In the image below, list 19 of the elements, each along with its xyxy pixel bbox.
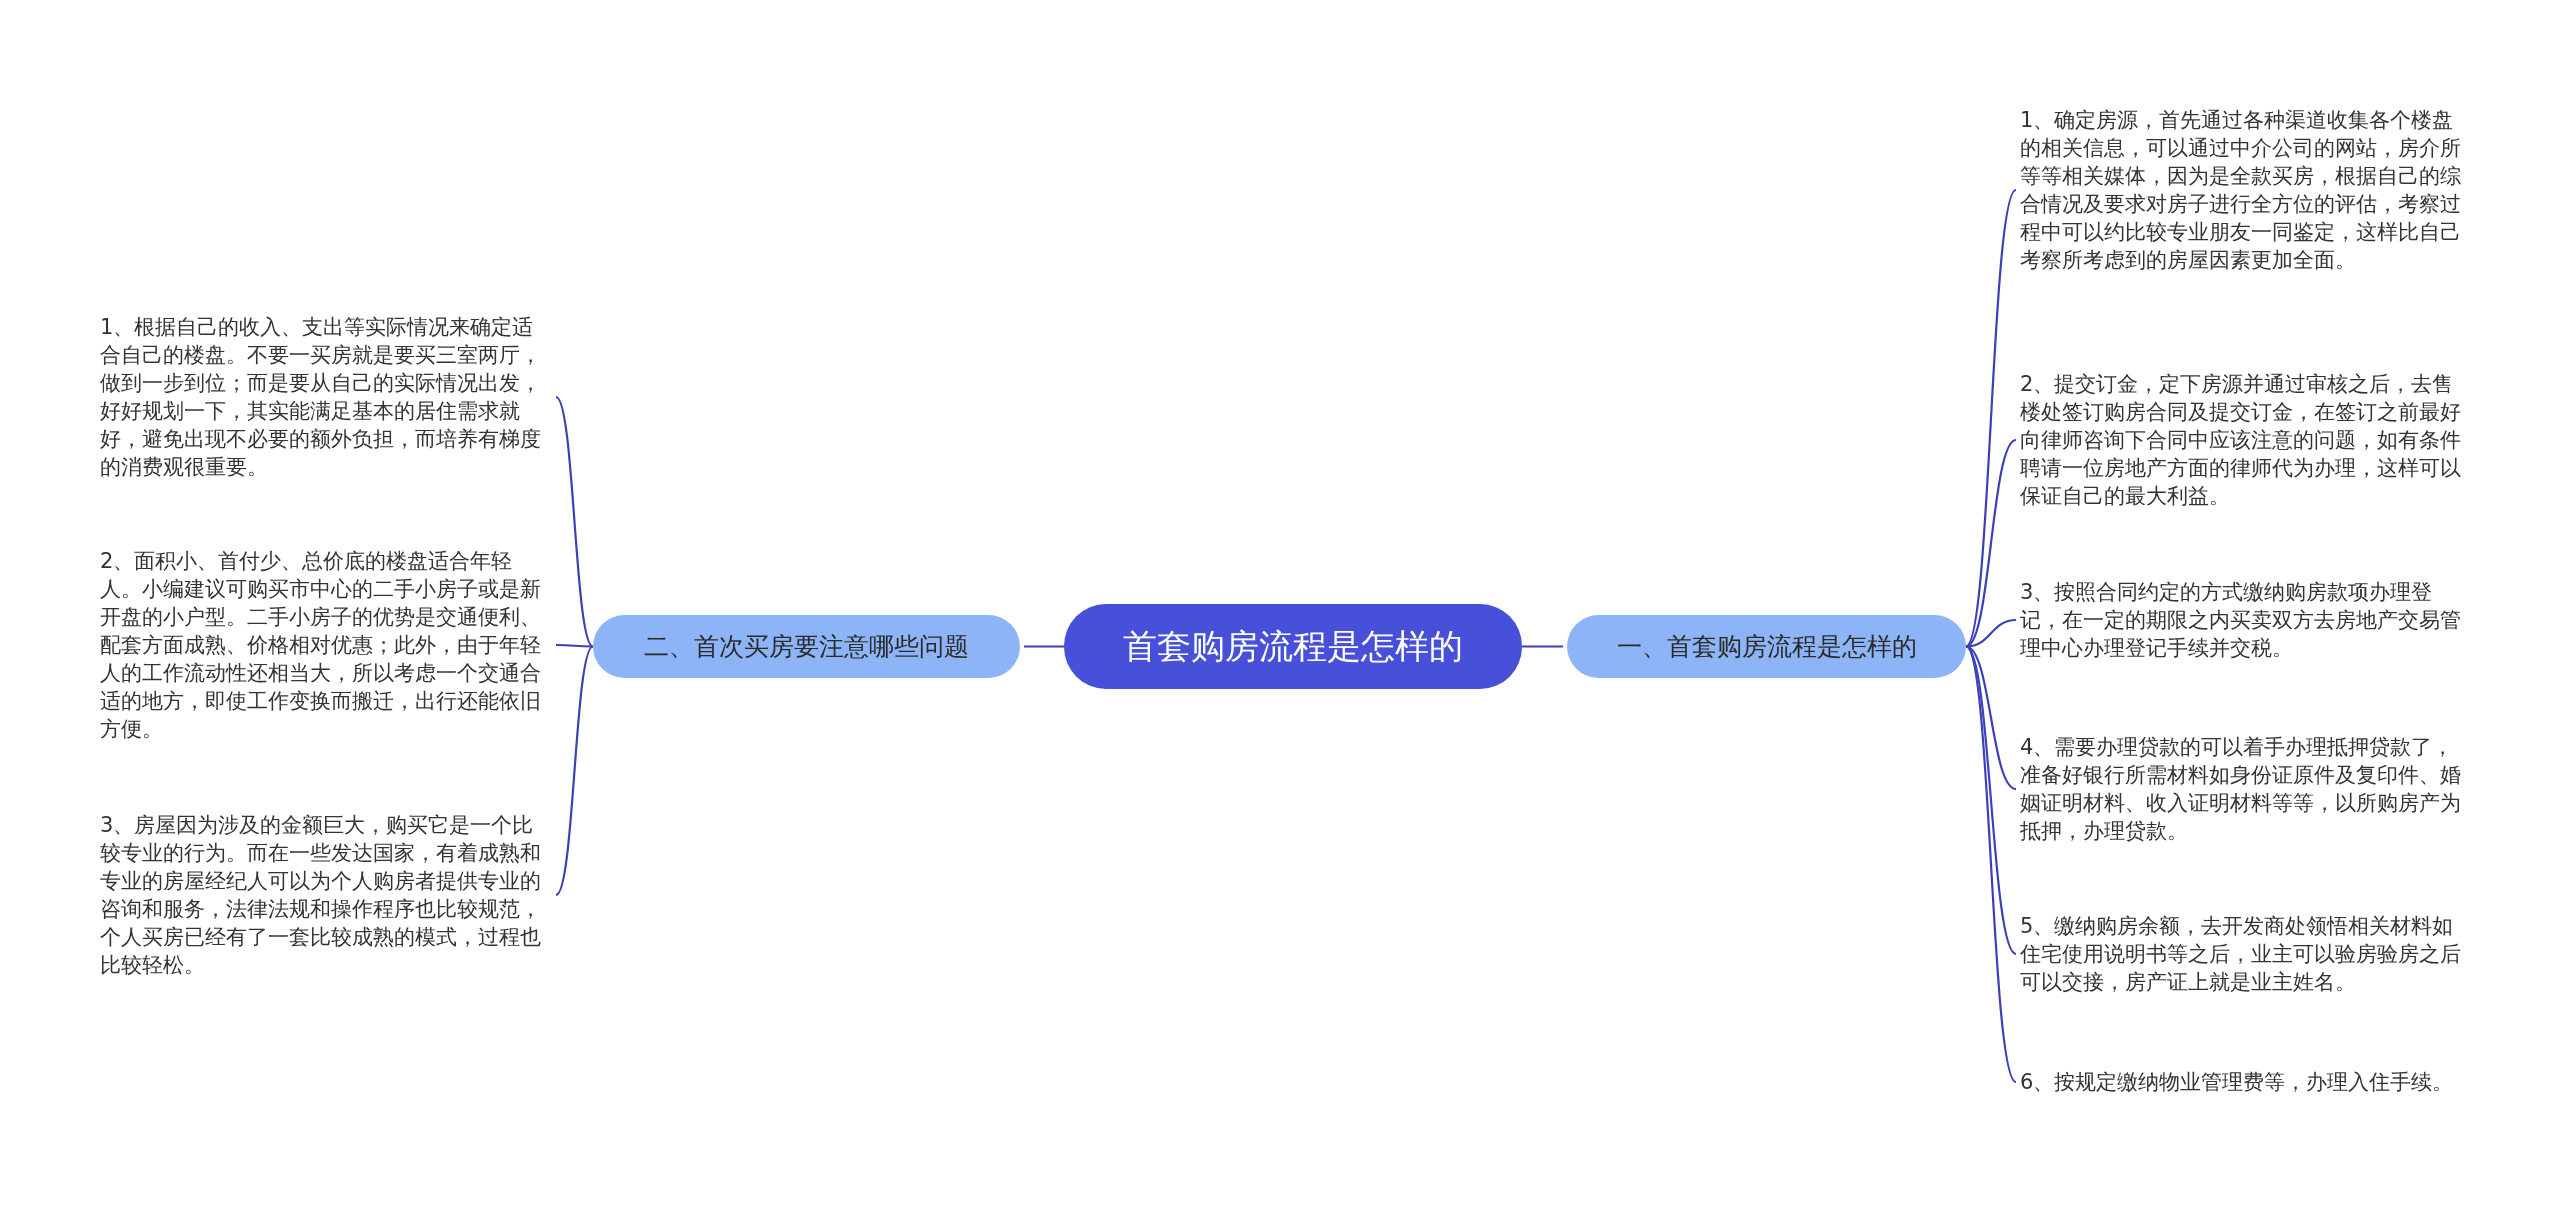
branch-topic: 二、首次买房要注意哪些问题: [593, 615, 1020, 678]
note-text: 3、按照合同约定的方式缴纳购房款项办理登记，在一定的期限之内买卖双方去房地产交易管理中心办理登记手续并交税。: [2020, 578, 2466, 662]
note-text: 2、提交订金，定下房源并通过审核之后，去售楼处签订购房合同及提交订金，在签订之前最好向律师咨询下合同中应该注意的问题，如有条件聘请一位房地产方面的律师代为办理，这样可以保证自己的最大利益。: [2020, 370, 2466, 510]
note-text: 3、房屋因为涉及的金额巨大，购买它是一个比较专业的行为。而在一些发达国家，有着成熟和专业的房屋经纪人可以为个人购房者提供专业的咨询和服务，法律法规和操作程序也比较规范，个人买房已经有了一套比较成熟的模式，过程也比较轻松。: [100, 811, 552, 979]
note-text: 1、根据自己的收入、支出等实际情况来确定适合自己的楼盘。不要一买房就是要买三室两厅，做到一步到位；而是要从自己的实际情况出发，好好规划一下，其实能满足基本的居住需求就好，避免出现不必要的额外负担，而培养有梯度的消费观很重要。: [100, 313, 552, 481]
note-text: 1、确定房源，首先通过各种渠道收集各个楼盘的相关信息，可以通过中介公司的网站，房介所等等相关媒体，因为是全款买房，根据自己的综合情况及要求对房子进行全方位的评估，考察过程中可以约比较专业朋友一同鉴定，这样比自己考察所考虑到的房屋因素更加全面。: [2020, 106, 2466, 274]
connector-line: [1522, 645, 1563, 648]
connector-line: [555, 396, 594, 648]
connector-line: [555, 645, 594, 896]
connector-line: [1024, 645, 1064, 648]
note-text: 6、按规定缴纳物业管理费等，办理入住手续。: [2020, 1068, 2466, 1096]
connector-line: [1965, 645, 2017, 955]
branch-topic: 一、首套购房流程是怎样的: [1567, 615, 1966, 678]
connector-line: [556, 643, 593, 648]
note-text: 4、需要办理贷款的可以着手办理抵押贷款了，准备好银行所需材料如身份证原件及复印件、婚姻证明材料、收入证明材料等等，以所购房产为抵押，办理贷款。: [2020, 733, 2466, 845]
central-topic: 首套购房流程是怎样的: [1064, 604, 1522, 689]
connector-line: [1965, 645, 2017, 1083]
note-text: 5、缴纳购房余额，去开发商处领悟相关材料如住宅使用说明书等之后，业主可以验房验房之后可以交接，房产证上就是业主姓名。: [2020, 912, 2466, 996]
note-text: 2、面积小、首付少、总价底的楼盘适合年轻人。小编建议可购买市中心的二手小房子或是新开盘的小户型。二手小房子的优势是交通便利、配套方面成熟、价格相对优惠；此外，由于年轻人的工作流动性还相当大，所以考虑一个交通合适的地方，即使工作变换而搬迁，出行还能依旧方便。: [100, 547, 552, 743]
